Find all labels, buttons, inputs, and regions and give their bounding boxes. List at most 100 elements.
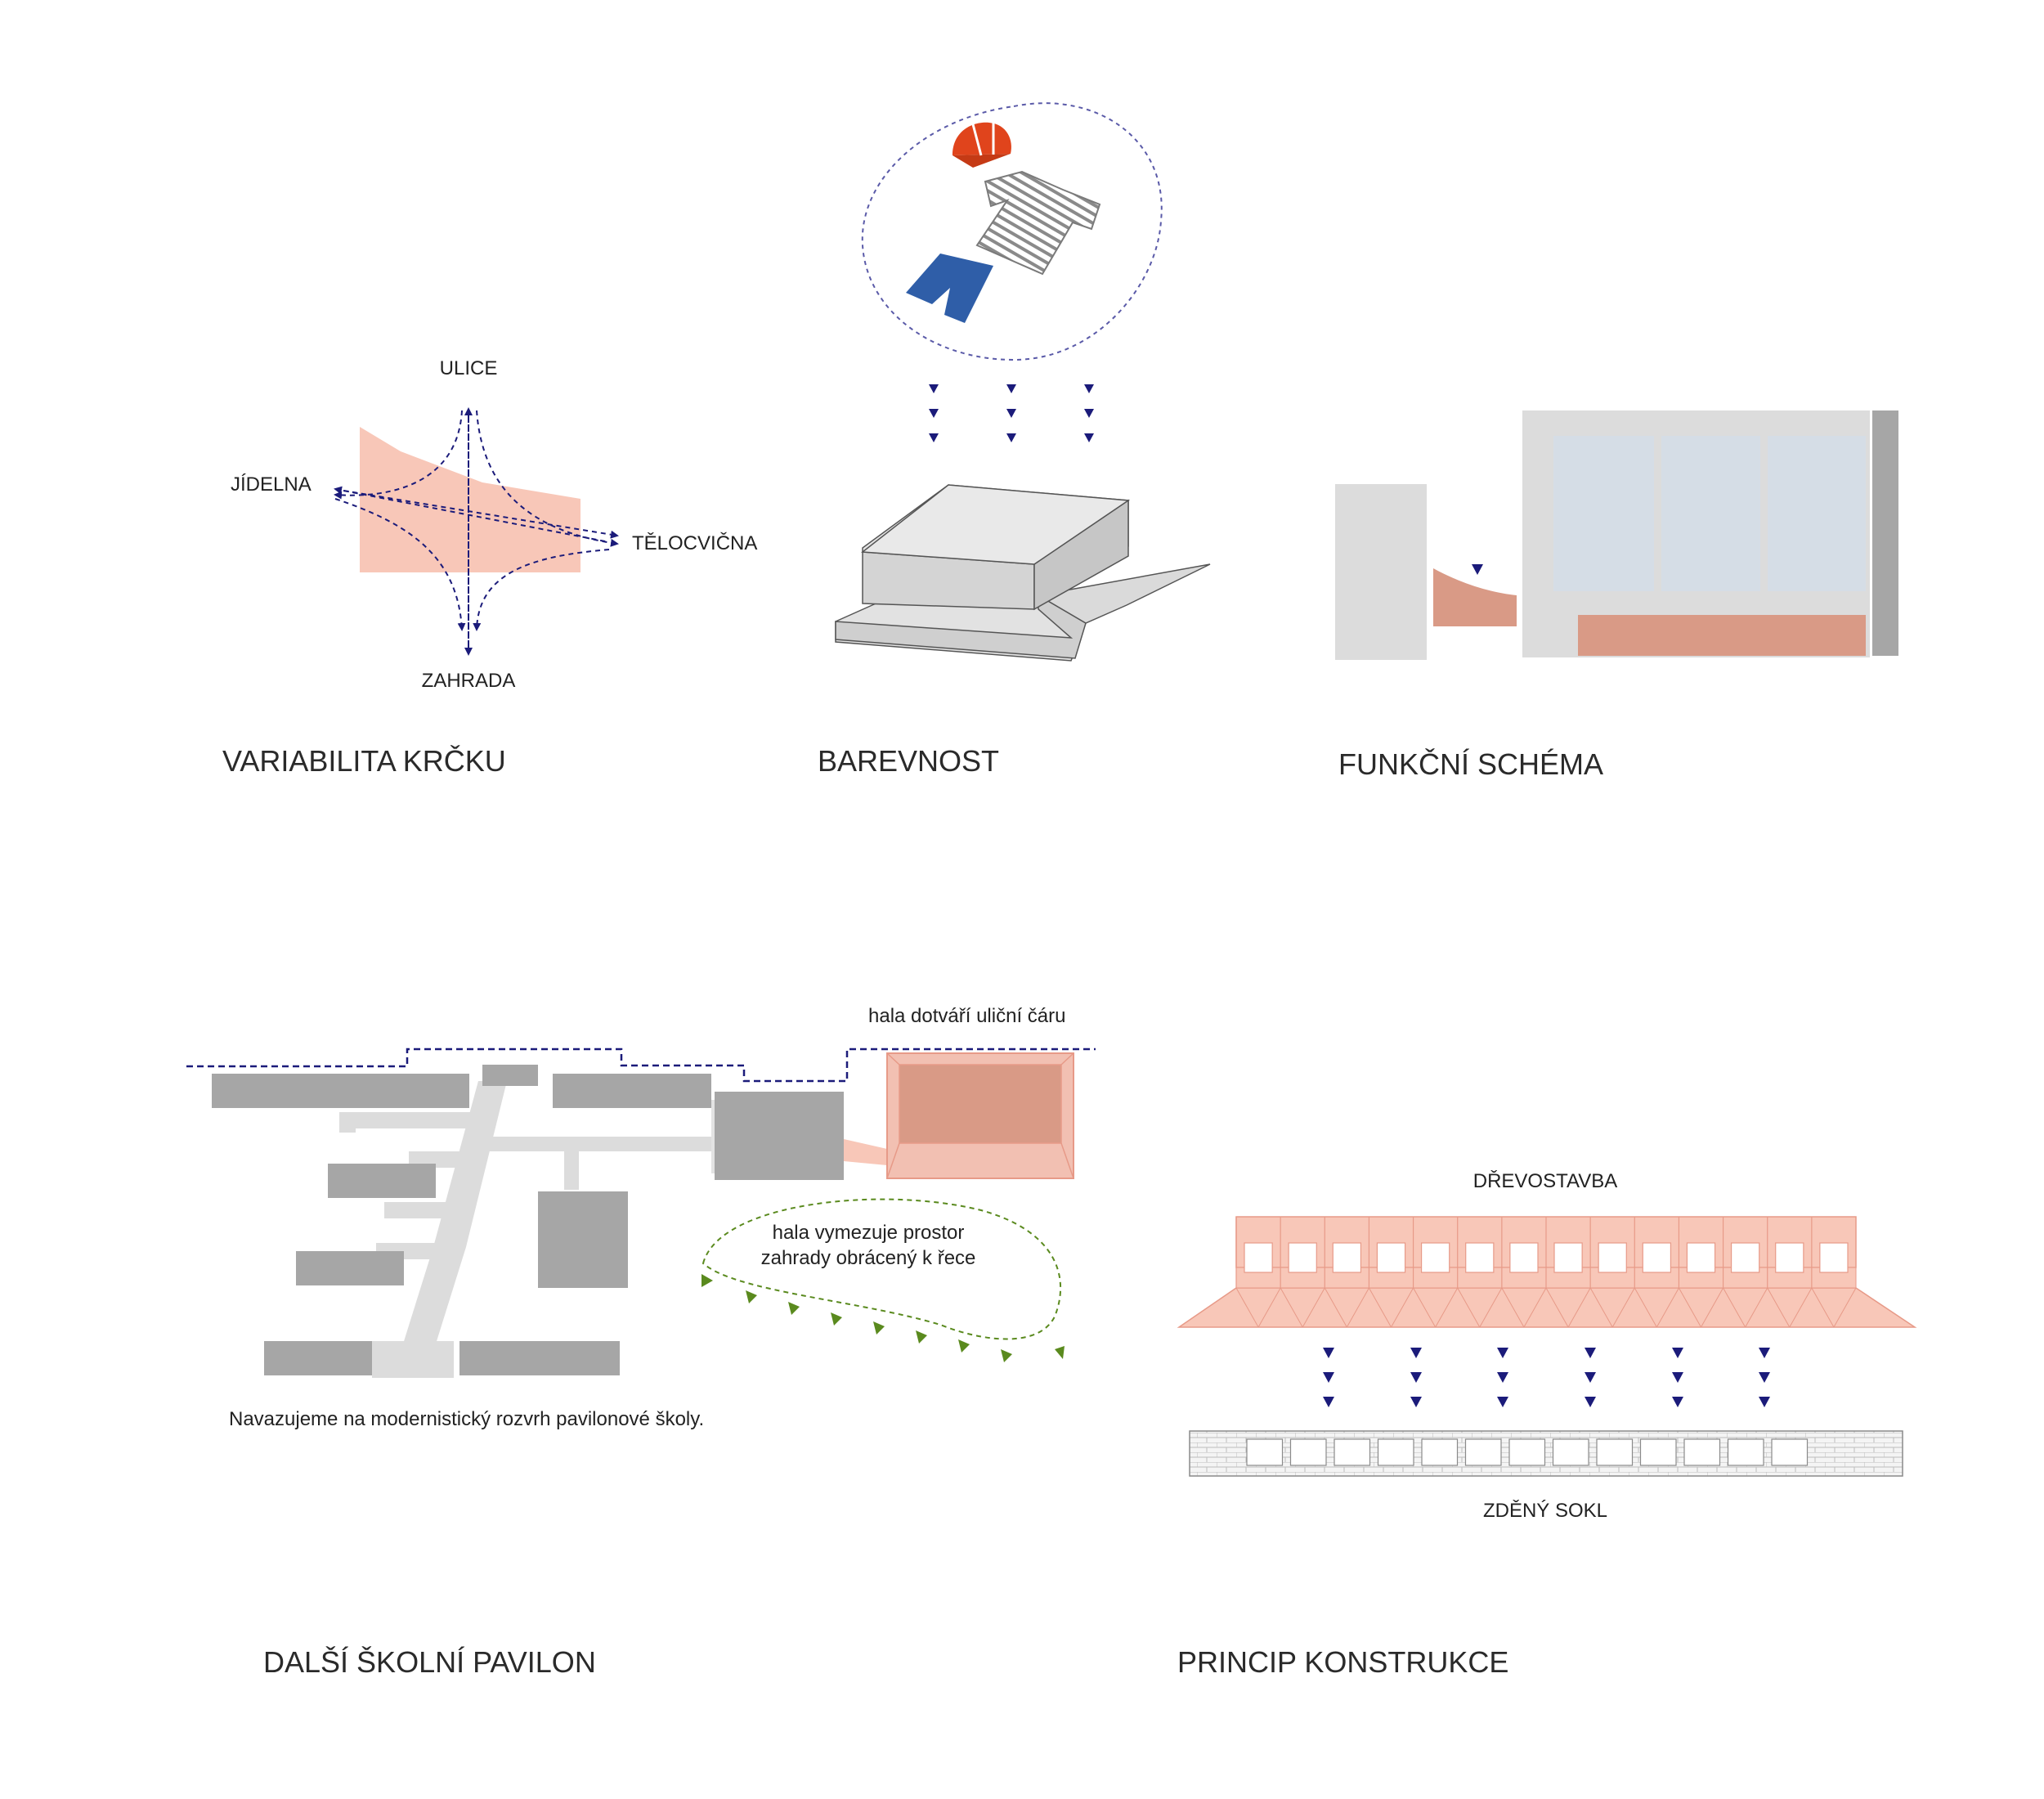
title-funkcni: FUNKČNÍ SCHÉMA <box>1338 747 1603 781</box>
corridor-branch <box>372 1341 454 1378</box>
plinth-window <box>1727 1438 1764 1466</box>
title-barevnost: BAREVNOST <box>818 744 999 778</box>
title-variabilita: VARIABILITA KRČKU <box>222 744 506 778</box>
school-plan <box>212 1065 844 1378</box>
plinth-window <box>1596 1438 1634 1466</box>
frame-brace <box>1545 1287 1591 1328</box>
corridor-strip <box>1578 615 1866 656</box>
corridor-branch <box>384 1202 446 1218</box>
street-note: hala dotváří uliční čáru <box>868 1005 1065 1027</box>
frame-brace <box>1413 1287 1459 1328</box>
building-massing-icon <box>835 484 1211 662</box>
classroom-2 <box>1661 436 1760 591</box>
frame-brace <box>1634 1287 1679 1328</box>
plinth-window <box>1334 1438 1371 1466</box>
frame-brace <box>1280 1287 1325 1328</box>
frame-window <box>1775 1242 1804 1273</box>
plinth-windows <box>1246 1438 1809 1466</box>
cap-icon <box>953 122 1011 168</box>
frame-brace <box>1767 1287 1813 1328</box>
down-arrow-icon <box>1585 1372 1596 1383</box>
frame-brace <box>1368 1287 1414 1328</box>
striped-shirt-icon <box>975 170 1101 276</box>
down-arrow-icon <box>929 384 1094 442</box>
plinth-window <box>1683 1438 1721 1466</box>
frame-window <box>1553 1242 1583 1273</box>
frame-brace <box>1235 1287 1281 1328</box>
garden-note-line1: hala vymezuje prostor <box>773 1222 965 1244</box>
plinth-window <box>1464 1438 1502 1466</box>
down-arrow-icon <box>1323 1397 1334 1407</box>
down-arrow-icon <box>1497 1348 1508 1358</box>
corridor-branch <box>339 1112 356 1133</box>
down-arrow-icon <box>1672 1372 1683 1383</box>
frame-window <box>1376 1242 1406 1273</box>
edge-wall <box>1872 410 1898 656</box>
title-konstrukce: PRINCIP KONSTRUKCE <box>1177 1645 1508 1679</box>
corridor-branch <box>564 1149 579 1190</box>
frame-window <box>1642 1242 1672 1273</box>
pavilion-block <box>328 1164 436 1198</box>
frame-window <box>1420 1242 1450 1273</box>
corridor-branch <box>339 1112 478 1128</box>
classroom-1 <box>1553 436 1654 591</box>
plinth-window <box>1552 1438 1589 1466</box>
panel-funkcni: FUNKČNÍ SCHÉMA <box>1335 410 1898 781</box>
pavilion-block <box>538 1191 628 1288</box>
green-arrow-icon <box>702 1274 1065 1362</box>
neighbour-block <box>1335 484 1427 660</box>
down-arrow-icon <box>1672 1397 1683 1407</box>
frame-window <box>1730 1242 1760 1273</box>
down-arrow-icon <box>1759 1372 1770 1383</box>
pavilion-block <box>553 1074 711 1108</box>
down-arrow-icon <box>1759 1348 1770 1358</box>
panel-barevnost: BAREVNOST <box>818 102 1211 778</box>
frame-window <box>1244 1242 1273 1273</box>
down-arrow-icon <box>1323 1348 1334 1358</box>
new-hall <box>844 1052 1074 1179</box>
pavilion-block <box>296 1251 404 1285</box>
label-zahrada: ZAHRADA <box>422 670 516 692</box>
label-telocvicna: TĚLOCVIČNA <box>632 532 757 554</box>
garden-zone <box>702 1198 1061 1340</box>
down-arrow-icon <box>1585 1348 1596 1358</box>
frame-window <box>1332 1242 1362 1273</box>
down-arrow-icon <box>1672 1348 1683 1358</box>
frame-brace <box>1589 1287 1635 1328</box>
panel-pavilon: hala dotváří uliční čáru <box>186 1005 1096 1679</box>
frame-bays <box>1235 1217 1857 1328</box>
title-pavilon: DALŠÍ ŠKOLNÍ PAVILON <box>263 1645 596 1679</box>
frame-window <box>1509 1242 1539 1273</box>
street-line <box>186 1048 1096 1083</box>
down-arrow-icon <box>1472 564 1483 575</box>
corridor-branch <box>482 1137 711 1151</box>
frame-brace <box>1324 1287 1369 1328</box>
label-jidelna: JÍDELNA <box>231 473 312 496</box>
plinth-window <box>1771 1438 1809 1466</box>
label-drevostavba: DŘEVOSTAVBA <box>1473 1170 1617 1192</box>
down-arrow-icon <box>1410 1372 1422 1383</box>
krcek-area <box>360 427 580 572</box>
panel-konstrukce: DŘEVOSTAVBA ZDĚNÝ SOKL PRINCIP KONSTRUKC… <box>1177 1170 1917 1679</box>
down-arrow-icon <box>1323 1348 1770 1407</box>
down-arrow-icon <box>1759 1397 1770 1407</box>
plinth-window <box>1246 1438 1284 1466</box>
clothing-bubble <box>861 102 1163 361</box>
pavilon-caption: Navazujeme na modernistický rozvrh pavil… <box>229 1408 704 1430</box>
frame-window <box>1598 1242 1627 1273</box>
frame-window <box>1465 1242 1495 1273</box>
plinth-window <box>1377 1438 1414 1466</box>
frame-window <box>1686 1242 1716 1273</box>
timber-frame <box>1177 1216 1917 1328</box>
frame-window <box>1819 1242 1849 1273</box>
frame-window <box>1288 1242 1317 1273</box>
frame-brace <box>1457 1287 1503 1328</box>
pavilion-block <box>482 1065 538 1086</box>
link-wedge <box>1433 568 1517 626</box>
plinth-window <box>1508 1438 1546 1466</box>
frame-brace <box>1723 1287 1768 1328</box>
pavilion-block <box>212 1074 469 1108</box>
frame-brace <box>1811 1287 1857 1328</box>
label-zdeny-sokl: ZDĚNÝ SOKL <box>1483 1500 1607 1522</box>
